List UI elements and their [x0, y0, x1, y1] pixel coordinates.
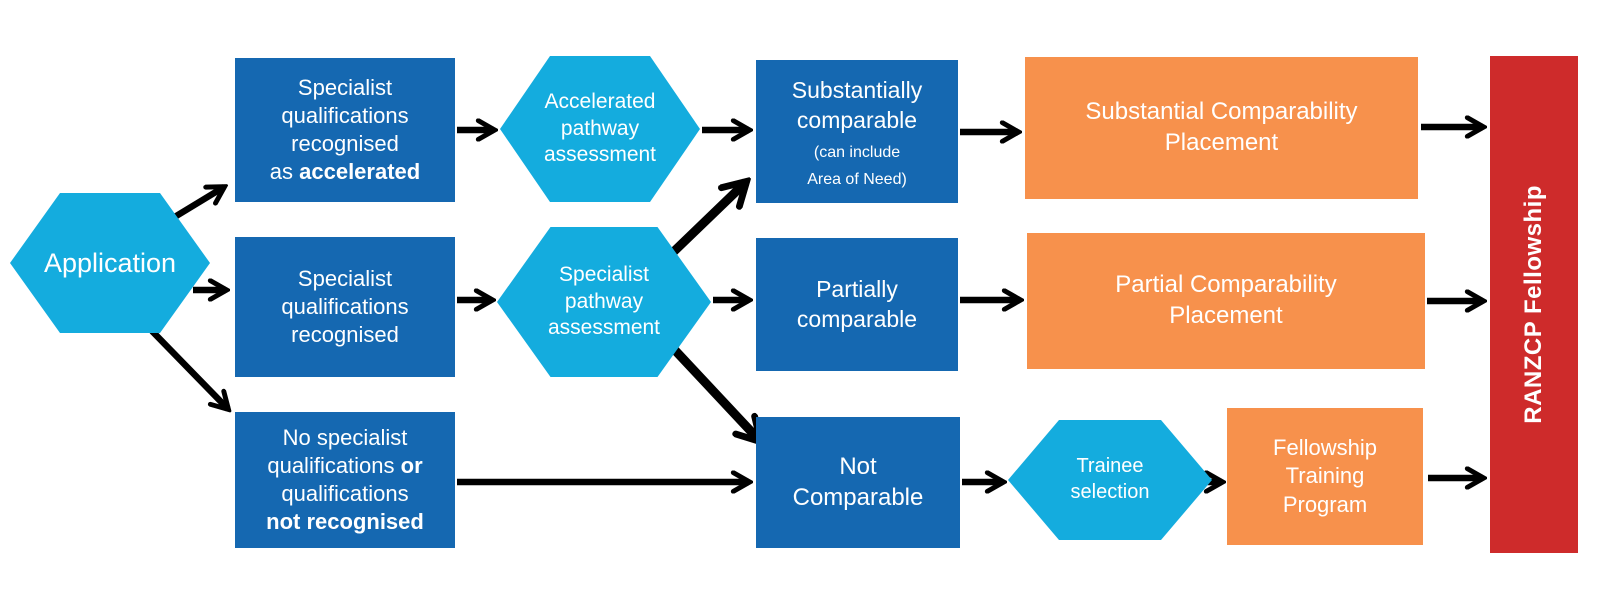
no-quals-line2-pre: qualifications — [267, 452, 401, 478]
substantial-placement-line1: Substantial Comparability — [1085, 98, 1358, 126]
spec-assessment-line1: Specialist — [559, 262, 649, 286]
partially-comparable-line1: Partially — [816, 276, 898, 303]
node-substantially-comparable: Substantially comparable (can include Ar… — [756, 60, 958, 203]
substantial-placement-line2: Placement — [1164, 129, 1279, 156]
fellowship-program-line2: Training — [1285, 463, 1365, 489]
no-quals-line2-bold: or — [400, 452, 423, 478]
partially-comparable-line2: comparable — [796, 305, 918, 332]
accel-assessment-line3: assessment — [543, 143, 657, 167]
accel-quals-line1: Specialist — [297, 74, 393, 100]
fellowship-program-line3: Program — [1282, 491, 1368, 517]
not-comparable-line1: Not — [839, 452, 877, 480]
no-quals-line4-bold: not recognised — [266, 509, 424, 535]
substantially-comparable-note1: (can include — [813, 144, 901, 162]
node-application-label: Application — [43, 247, 177, 278]
spec-assessment-line2: pathway — [564, 289, 644, 313]
node-application: Application — [10, 193, 210, 333]
node-accelerated-qualifications: Specialist qualifications recognised as … — [235, 58, 455, 202]
substantially-comparable-line2: comparable — [796, 106, 918, 133]
ranzcp-fellowship-label: RANZCP Fellowship — [1519, 185, 1547, 424]
node-fellowship-training-program: Fellowship Training Program — [1227, 408, 1423, 545]
node-partially-comparable: Partially comparable — [756, 238, 958, 371]
trainee-selection-line2: selection — [1070, 481, 1150, 503]
trainee-selection-line1: Trainee — [1076, 455, 1144, 478]
accel-quals-line3: recognised — [291, 131, 399, 156]
spec-quals-line3: recognised — [291, 322, 399, 348]
node-accelerated-pathway-assessment: Accelerated pathway assessment — [500, 56, 700, 202]
not-comparable-line2: Comparable — [792, 483, 924, 511]
arrow-application-to-accelerated-quals — [166, 187, 224, 224]
partial-placement-line1: Partial Comparability — [1115, 271, 1337, 299]
node-trainee-selection: Trainee selection — [1008, 420, 1212, 540]
no-quals-line1: No specialist — [282, 424, 408, 450]
accel-quals-line2: qualifications — [281, 102, 409, 128]
accel-quals-line4-bold: accelerated — [299, 159, 421, 185]
node-substantial-comparability-placement: Substantial Comparability Placement — [1025, 57, 1418, 199]
substantially-comparable-line1: Substantially — [791, 77, 923, 104]
arrow-spec-assessment-to-substantially-comparable — [660, 182, 746, 265]
accel-assessment-line1: Accelerated — [544, 89, 656, 113]
node-no-specialist-qualifications: No specialist qualifications or qualific… — [235, 412, 455, 548]
spec-quals-line2: qualifications — [281, 293, 409, 319]
node-not-comparable: Not Comparable — [756, 417, 960, 548]
node-specialist-pathway-assessment: Specialist pathway assessment — [497, 227, 711, 377]
arrow-spec-assessment-to-not-comparable — [668, 343, 760, 441]
node-specialist-qualifications: Specialist qualifications recognised — [235, 237, 455, 377]
spec-quals-line1: Specialist — [297, 265, 393, 291]
spec-assessment-line3: assessment — [547, 316, 661, 340]
fellowship-program-line1: Fellowship — [1273, 435, 1377, 461]
arrow-application-to-no-quals — [149, 328, 228, 409]
partial-placement-line2: Placement — [1169, 302, 1283, 329]
substantially-comparable-note2: Area of Need) — [807, 170, 907, 188]
no-quals-line3: qualifications — [281, 481, 409, 506]
accel-assessment-line2: pathway — [560, 116, 640, 140]
accel-quals-line4-pre: as — [269, 159, 300, 185]
node-ranzcp-fellowship: RANZCP Fellowship — [1490, 56, 1578, 553]
node-partial-comparability-placement: Partial Comparability Placement — [1027, 233, 1425, 369]
